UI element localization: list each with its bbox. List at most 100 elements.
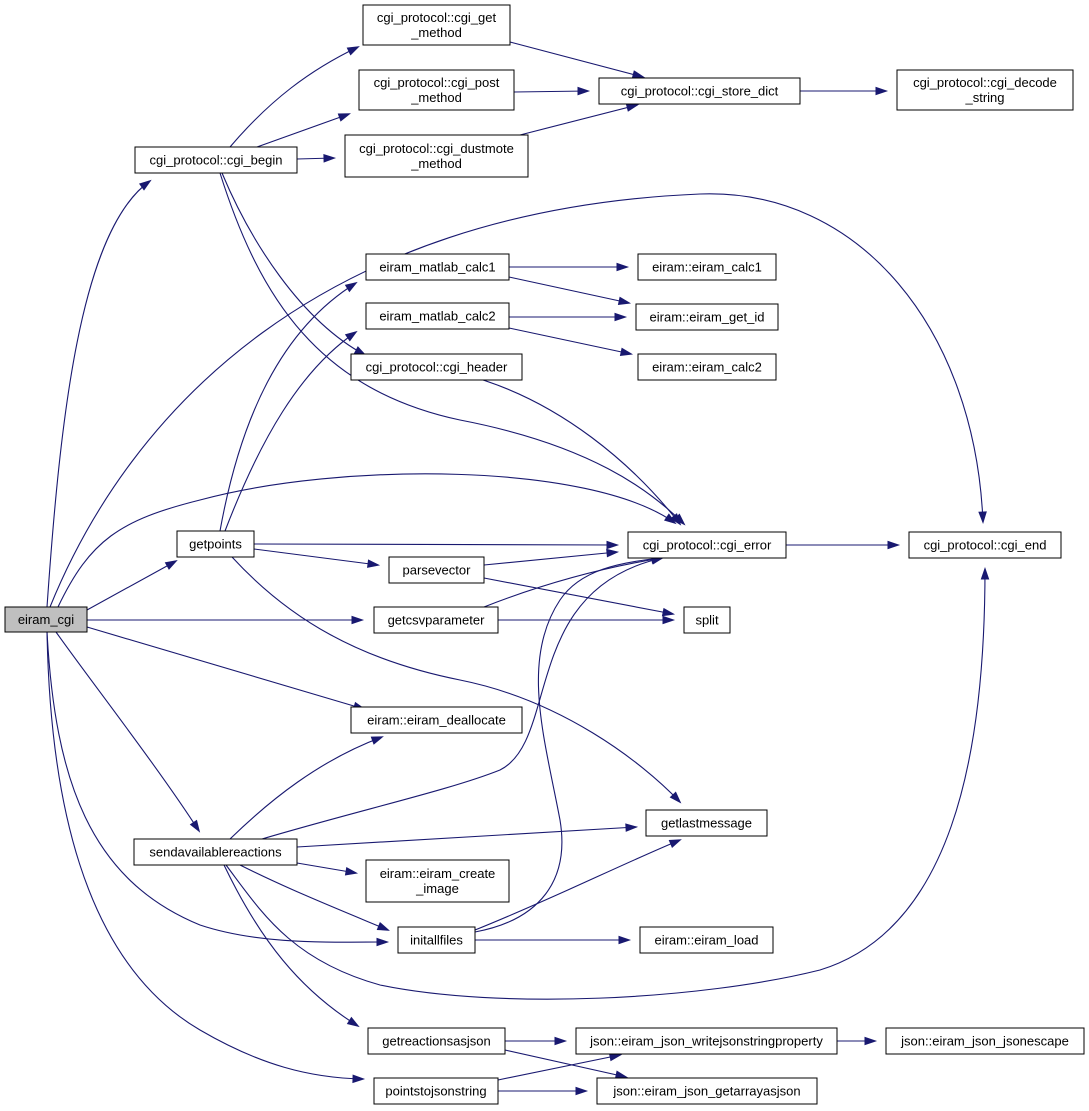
node-label: json::eiram_json_jsonescape — [900, 1034, 1069, 1049]
edge-cgi_begin-to-cgi_error — [219, 172, 686, 526]
node-label: getcsvparameter — [388, 613, 485, 628]
node-cgi-dustmote-method[interactable]: cgi_protocol::cgi_dustmote_method — [344, 134, 529, 178]
node-label: _image — [415, 881, 459, 896]
node-eiram-calc2[interactable]: eiram::eiram_calc2 — [637, 353, 777, 381]
edge-arrowhead — [344, 330, 358, 342]
node-getreactionsasjson[interactable]: getreactionsasjson — [367, 1027, 506, 1055]
edge-arrowhead — [617, 296, 632, 305]
edge-line — [55, 631, 200, 832]
node-eiram-calc1[interactable]: eiram::eiram_calc1 — [637, 253, 777, 281]
node-pointstojsonstring[interactable]: pointstojsonstring — [373, 1077, 499, 1105]
edge-eiram_cgi-to-cgi_error — [57, 473, 677, 608]
node-eiram-cgi[interactable]: eiram_cgi — [4, 606, 88, 633]
edge-arrowhead — [352, 1074, 366, 1084]
edge-line — [223, 864, 359, 1027]
node-cgi-get-method[interactable]: cgi_protocol::cgi_get_method — [362, 4, 511, 46]
edge-arrowhead — [614, 1070, 629, 1079]
edge-line — [509, 41, 644, 78]
node-cgi-decode-string[interactable]: cgi_protocol::cgi_decode_string — [896, 69, 1074, 111]
node-eiram-get-id[interactable]: eiram::eiram_get_id — [635, 303, 779, 331]
node-split[interactable]: split — [683, 606, 731, 634]
node-initallfiles[interactable]: initallfiles — [397, 926, 476, 954]
edge-initallfiles-to-getlastmessage — [474, 839, 682, 931]
edge-line — [508, 276, 630, 304]
edge-getcsvparameter-to-cgi_error — [483, 555, 665, 608]
node-label: _method — [410, 25, 462, 40]
edge-line — [474, 557, 663, 933]
node-parsevector[interactable]: parsevector — [388, 556, 485, 584]
node-getcsvparameter[interactable]: getcsvparameter — [373, 606, 499, 634]
edge-arrowhead — [376, 937, 390, 947]
node-box — [637, 253, 777, 281]
edge-cgi_begin-to-cgi_post_method — [256, 113, 351, 148]
node-eiram-matlab-calc2[interactable]: eiram_matlab_calc2 — [365, 302, 510, 330]
edge-getpoints-to-getlastmessage — [231, 556, 682, 804]
node-getpoints[interactable]: getpoints — [176, 530, 255, 558]
edge-arrowhead — [346, 1016, 360, 1028]
edge-line — [239, 864, 389, 931]
node-label: eiram::eiram_calc2 — [652, 360, 762, 375]
edge-cgi_begin-to-cgi_get_method — [229, 46, 360, 148]
edge-line — [57, 473, 676, 608]
edge-arrowhead — [337, 113, 351, 122]
edge-line — [519, 104, 638, 136]
edge-pointstojsonstring-to-json_getarrayasjson — [498, 1086, 589, 1096]
edge-cgi_get_method-to-cgi_store_dict — [509, 41, 646, 79]
node-box — [388, 556, 485, 584]
node-cgi-store-dict[interactable]: cgi_protocol::cgi_store_dict — [598, 77, 801, 105]
edge-sendavailablereactions-to-cgi_end — [225, 566, 990, 1000]
edge-cgi_dustmote_method-to-cgi_store_dict — [519, 103, 639, 136]
node-label: eiram_matlab_calc1 — [379, 260, 495, 275]
node-label: _method — [410, 156, 462, 171]
node-cgi-error[interactable]: cgi_protocol::cgi_error — [627, 531, 787, 559]
nodes-layer: eiram_cgicgi_protocol::cgi_begincgi_prot… — [4, 4, 1085, 1105]
node-label: cgi_protocol::cgi_dustmote — [359, 141, 514, 156]
node-box — [358, 69, 515, 111]
node-cgi-end[interactable]: cgi_protocol::cgi_end — [908, 531, 1062, 559]
edge-parsevector-to-cgi_error — [483, 548, 620, 566]
node-cgi-header[interactable]: cgi_protocol::cgi_header — [350, 353, 523, 381]
edge-eiram_cgi-to-sendavailablereactions — [55, 631, 201, 833]
edge-eiram_matlab_calc1-to-eiram_get_id — [508, 276, 632, 305]
node-eiram-load[interactable]: eiram::eiram_load — [639, 926, 774, 954]
node-json-getarrayasjson[interactable]: json::eiram_json_getarrayasjson — [596, 1077, 818, 1105]
node-box — [362, 4, 511, 46]
node-label: json::eiram_json_getarrayasjson — [612, 1084, 800, 1099]
node-box — [365, 859, 510, 903]
edge-arrowhead — [344, 867, 359, 876]
edge-line — [219, 172, 685, 525]
node-label: cgi_protocol::cgi_begin — [150, 153, 283, 168]
node-cgi-begin[interactable]: cgi_protocol::cgi_begin — [134, 146, 298, 174]
edge-arrowhead — [616, 262, 630, 272]
node-getlastmessage[interactable]: getlastmessage — [645, 809, 768, 837]
edge-arrowhead — [164, 560, 178, 570]
edge-arrowhead — [887, 540, 901, 550]
node-label: cgi_protocol::cgi_get — [377, 10, 497, 25]
node-cgi-post-method[interactable]: cgi_protocol::cgi_post_method — [358, 69, 515, 111]
edge-arrowhead — [189, 819, 201, 833]
node-box — [908, 531, 1062, 559]
node-json-jsonescape[interactable]: json::eiram_json_jsonescape — [885, 1027, 1085, 1055]
node-box — [344, 134, 529, 178]
node-sendavailablereactions[interactable]: sendavailablereactions — [133, 838, 298, 866]
edge-arrowhead — [864, 1036, 878, 1046]
node-eiram-deallocate[interactable]: eiram::eiram_deallocate — [350, 706, 523, 734]
node-label: pointstojsonstring — [385, 1084, 486, 1099]
edge-eiram_cgi-to-cgi_end — [49, 193, 987, 608]
node-eiram-matlab-calc1[interactable]: eiram_matlab_calc1 — [365, 253, 510, 281]
edge-line — [483, 577, 674, 615]
edge-line — [219, 282, 357, 532]
edge-cgi_begin-to-cgi_header — [221, 172, 367, 356]
edge-cgi_post_method-to-cgi_store_dict — [513, 86, 591, 96]
edge-arrowhead — [670, 513, 682, 526]
edge-getreactionsasjson-to-json_writejsonstringproperty — [505, 1036, 568, 1046]
edge-arrowhead — [625, 103, 639, 112]
node-box — [134, 146, 298, 174]
node-eiram-create-image[interactable]: eiram::eiram_create_image — [365, 859, 510, 903]
edge-sendavailablereactions-to-eiram_create_image — [296, 862, 359, 876]
edge-sendavailablereactions-to-getreactionsasjson — [223, 864, 360, 1028]
node-json-writejsonstringproperty[interactable]: json::eiram_json_writejsonstringproperty — [575, 1027, 838, 1055]
edge-arrowhead — [614, 312, 628, 322]
node-label: eiram::eiram_get_id — [650, 310, 765, 325]
node-label: eiram::eiram_load — [654, 933, 758, 948]
